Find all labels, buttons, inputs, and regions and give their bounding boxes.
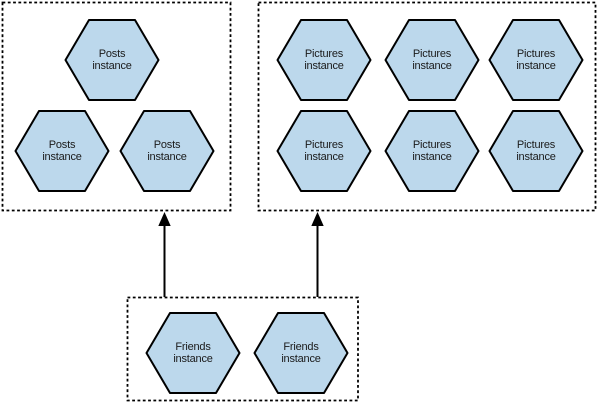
- arrow-up-icon: [158, 212, 171, 226]
- hexagon-shape-icon: [384, 19, 480, 101]
- hexagon-shape-icon: [488, 19, 584, 101]
- friends-instance-hexagon: Friends instance: [145, 312, 241, 394]
- pictures-instance-hexagon: Pictures instance: [276, 110, 372, 192]
- hexagon-shape-icon: [276, 110, 372, 192]
- arrow-friends-to-posts: [158, 212, 171, 297]
- pictures-instance-hexagon: Pictures instance: [276, 19, 372, 101]
- arrow-up-icon: [311, 212, 324, 226]
- hexagon-shape-icon: [119, 110, 215, 192]
- hexagon-shape-icon: [384, 110, 480, 192]
- friends-cluster-box: [126, 296, 359, 402]
- posts-instance-hexagon: Posts instance: [14, 110, 110, 192]
- hexagon-shape-icon: [253, 312, 349, 394]
- posts-instance-hexagon: Posts instance: [64, 19, 160, 101]
- friends-instance-hexagon: Friends instance: [253, 312, 349, 394]
- hexagon-shape-icon: [276, 19, 372, 101]
- posts-cluster-box: [1, 1, 232, 212]
- hexagon-shape-icon: [64, 19, 160, 101]
- arrow-friends-to-pictures: [311, 212, 324, 297]
- hexagon-shape-icon: [14, 110, 110, 192]
- hexagon-shape-icon: [488, 110, 584, 192]
- pictures-instance-hexagon: Pictures instance: [384, 110, 480, 192]
- posts-instance-hexagon: Posts instance: [119, 110, 215, 192]
- pictures-instance-hexagon: Pictures instance: [488, 110, 584, 192]
- pictures-instance-hexagon: Pictures instance: [488, 19, 584, 101]
- hexagon-shape-icon: [145, 312, 241, 394]
- pictures-instance-hexagon: Pictures instance: [384, 19, 480, 101]
- pictures-cluster-box: [257, 1, 597, 212]
